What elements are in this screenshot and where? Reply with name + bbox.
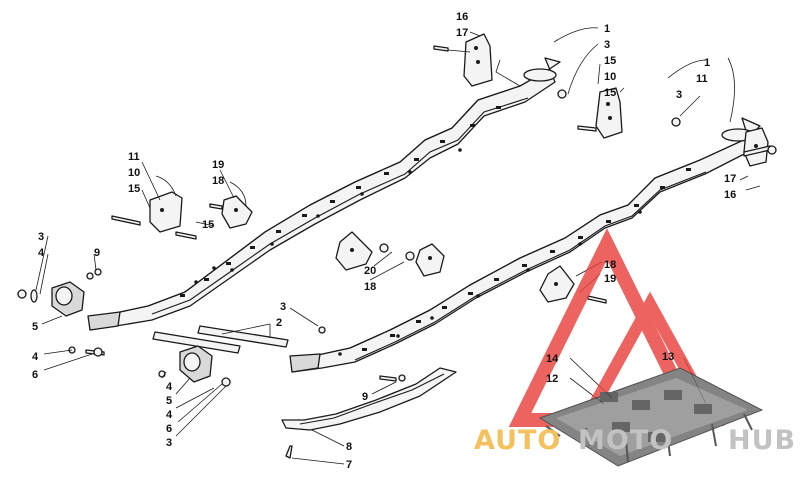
callout-3-bottom: 3 — [166, 437, 172, 449]
callout-17-right: 17 — [724, 173, 736, 185]
callout-4-lower: 4 — [32, 351, 39, 363]
callout-labels: 16 17 1 3 15 10 15 1 11 3 17 16 11 10 15… — [32, 11, 736, 471]
callout-5-bottom: 5 — [166, 395, 172, 407]
callout-2: 2 — [276, 317, 282, 329]
callout-20: 20 — [364, 265, 376, 277]
callout-15-lower: 15 — [202, 219, 214, 231]
slide-strip — [281, 367, 457, 431]
callout-14: 14 — [546, 353, 559, 365]
callout-15-top: 15 — [604, 55, 616, 67]
callout-1-right: 1 — [704, 57, 710, 69]
bumper-block-front — [51, 281, 85, 317]
watermark-logo: AUTO MOTO HUB — [474, 228, 796, 467]
callout-10-top: 10 — [604, 71, 616, 83]
callout-10-left: 10 — [128, 167, 140, 179]
callout-1-top: 1 — [604, 23, 610, 35]
front-bracket-right — [463, 33, 493, 87]
callout-3-top: 3 — [604, 39, 610, 51]
callout-18-right: 18 — [604, 259, 616, 271]
callout-16-top: 16 — [456, 11, 468, 23]
watermark-word-hub: HUB — [728, 425, 796, 456]
mount-plate-c — [415, 243, 445, 277]
callout-19-left: 19 — [212, 159, 224, 171]
callout-4-left: 4 — [38, 247, 45, 259]
mount-plate-d — [539, 265, 575, 303]
callout-3-left: 3 — [38, 231, 44, 243]
rear-bracket-right — [149, 191, 183, 233]
mount-plate-b — [335, 231, 373, 271]
callout-18-center: 18 — [364, 281, 376, 293]
callout-12: 12 — [546, 373, 558, 385]
callout-15-left: 15 — [128, 183, 140, 195]
callout-13: 13 — [662, 351, 674, 363]
watermark-wordmark: AUTO MOTO HUB — [474, 425, 796, 456]
callout-7: 7 — [346, 459, 352, 471]
callout-9-center: 9 — [362, 391, 368, 403]
callout-6-left: 6 — [32, 369, 38, 381]
rail-holes-right — [180, 106, 501, 297]
callout-4-bottom-b: 4 — [166, 409, 173, 421]
callout-18-left: 18 — [212, 175, 224, 187]
callout-15-mid: 15 — [604, 87, 616, 99]
leader-lines — [35, 27, 761, 465]
front-bracket-left — [595, 87, 623, 139]
callout-3-center: 3 — [280, 301, 286, 313]
callout-3-right: 3 — [676, 89, 682, 101]
callout-5-left: 5 — [32, 321, 38, 333]
callout-16-right: 16 — [724, 189, 736, 201]
callout-8: 8 — [346, 441, 352, 453]
watermark-word-auto: AUTO — [474, 425, 561, 456]
right-slide-rail — [87, 57, 561, 331]
track-assembly-image — [538, 367, 764, 467]
bumper-block-rear — [179, 345, 213, 383]
callout-11-right: 11 — [696, 73, 708, 85]
watermark-word-moto: MOTO — [578, 425, 673, 456]
callout-17-top: 17 — [456, 27, 468, 39]
rail-holes-left — [338, 168, 691, 356]
mount-plate-a — [221, 195, 253, 229]
callout-9-left: 9 — [94, 247, 100, 259]
callout-11-left: 11 — [128, 151, 140, 163]
callout-6-bottom: 6 — [166, 423, 172, 435]
cross-shafts — [152, 325, 289, 354]
callout-19-right: 19 — [604, 273, 616, 285]
callout-4-bottom-a: 4 — [166, 381, 173, 393]
fasteners — [17, 45, 777, 459]
